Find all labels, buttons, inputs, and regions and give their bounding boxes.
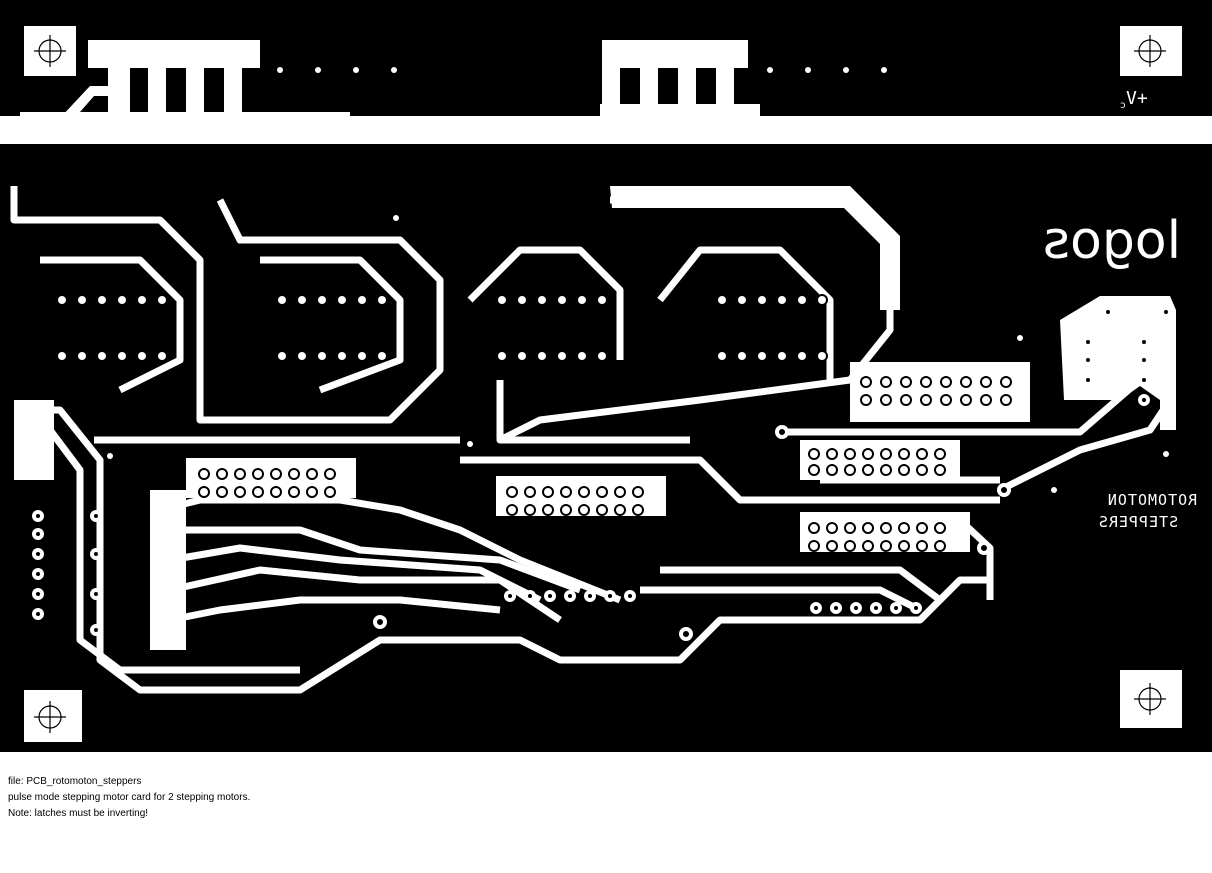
registration-mark-bottom-right bbox=[1120, 670, 1182, 728]
ic-u5-pads bbox=[198, 468, 336, 498]
ic-u1-pads bbox=[56, 294, 168, 362]
ic-u3-pads bbox=[496, 294, 608, 362]
vplus-text: +V bbox=[1126, 88, 1148, 109]
svg-text:+Vc: +Vc bbox=[1120, 88, 1148, 111]
connector-fingers-right bbox=[602, 40, 748, 120]
crosshair-icon bbox=[34, 701, 66, 733]
pads-row-bottom bbox=[32, 306, 1172, 641]
note-line: Note: latches must be inverting! bbox=[8, 808, 149, 819]
top-power-rail bbox=[0, 104, 1212, 144]
registration-mark-bottom-left bbox=[24, 690, 82, 742]
logo-text: logos bbox=[1043, 211, 1181, 271]
crosshair-icon bbox=[1134, 35, 1166, 67]
ic-u2-pads bbox=[276, 294, 388, 362]
registration-mark-top-left bbox=[24, 26, 76, 76]
crosshair-icon bbox=[34, 35, 66, 67]
ic-u9-pads bbox=[860, 376, 1012, 406]
brand-line1: ROTOMOTON bbox=[1107, 491, 1197, 509]
ic-u4-pads bbox=[716, 294, 828, 362]
brand-line2-label: STEPPERS bbox=[1098, 513, 1178, 531]
ic-pads bbox=[56, 294, 1012, 552]
brand-line1-label: ROTOMOTON bbox=[1107, 491, 1197, 509]
crosshair-icon bbox=[1134, 683, 1166, 715]
brand-line2: STEPPERS bbox=[1098, 513, 1178, 531]
connector-fingers-left bbox=[20, 40, 260, 130]
vplus-subscript: c bbox=[1120, 100, 1126, 111]
file-notes: file: PCB_rotomoton_steppers pulse mode … bbox=[8, 774, 250, 822]
ic-u8-pads bbox=[808, 522, 946, 552]
logo-label: logos bbox=[1043, 211, 1181, 271]
ic-u6-pads bbox=[506, 486, 644, 516]
file-name-line: file: PCB_rotomoton_steppers bbox=[8, 776, 142, 787]
registration-mark-top-right bbox=[1120, 26, 1182, 76]
pcb-board: +Vc logos ROTOMOTON STEPPERS bbox=[0, 0, 1212, 752]
vplus-label: +Vc bbox=[1120, 88, 1148, 111]
vias bbox=[107, 67, 1169, 493]
description-line: pulse mode stepping motor card for 2 ste… bbox=[8, 792, 251, 803]
ic-u7-pads bbox=[808, 448, 946, 476]
